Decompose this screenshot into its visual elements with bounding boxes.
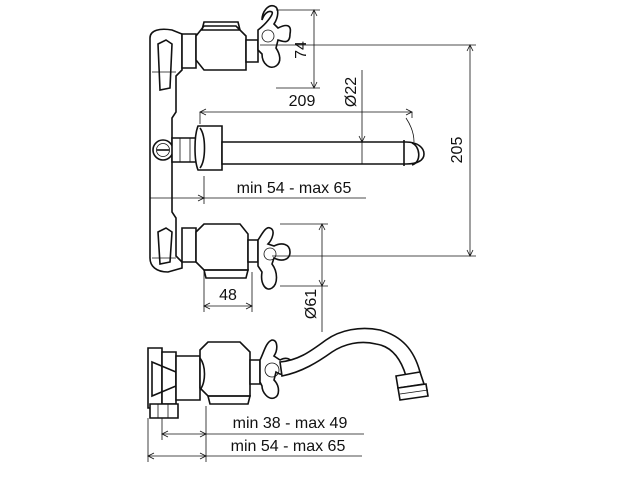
dim-spout-length	[199, 108, 413, 124]
label-body-depth: 48	[219, 287, 237, 304]
top-spout	[194, 117, 425, 171]
upper-valve	[181, 4, 292, 71]
label-spout-diameter: Ø22	[343, 77, 360, 107]
dim-body-depth	[203, 272, 253, 312]
dim-spout-diameter	[358, 70, 366, 164]
label-wall-depth-side-a: min 38 - max 49	[233, 415, 348, 432]
centre-union	[152, 137, 201, 163]
label-handle-height: 74	[293, 41, 310, 59]
label-wall-depth-top: min 54 - max 65	[237, 180, 352, 197]
lower-valve	[181, 223, 291, 290]
label-wall-depth-side-b: min 54 - max 65	[231, 438, 346, 455]
side-view: min 38 - max 49 min 54 - max 65	[147, 327, 429, 462]
dim-total-height	[260, 44, 476, 257]
dim-wall-depth-side-b	[147, 418, 362, 462]
label-handle-diameter: Ø61	[303, 289, 320, 319]
top-view: 74 209 Ø22 205 min 54	[149, 4, 476, 332]
dim-wall-depth-top	[149, 176, 366, 210]
label-spout-length: 209	[289, 93, 316, 110]
side-valve-body	[175, 341, 252, 405]
dim-handle-diameter	[280, 223, 328, 332]
dim-handle-height	[276, 9, 320, 89]
side-wall-plate	[147, 347, 179, 419]
side-curved-spout	[279, 327, 429, 401]
label-total-height: 205	[449, 137, 466, 164]
dim-wall-depth-side-a	[161, 406, 364, 440]
